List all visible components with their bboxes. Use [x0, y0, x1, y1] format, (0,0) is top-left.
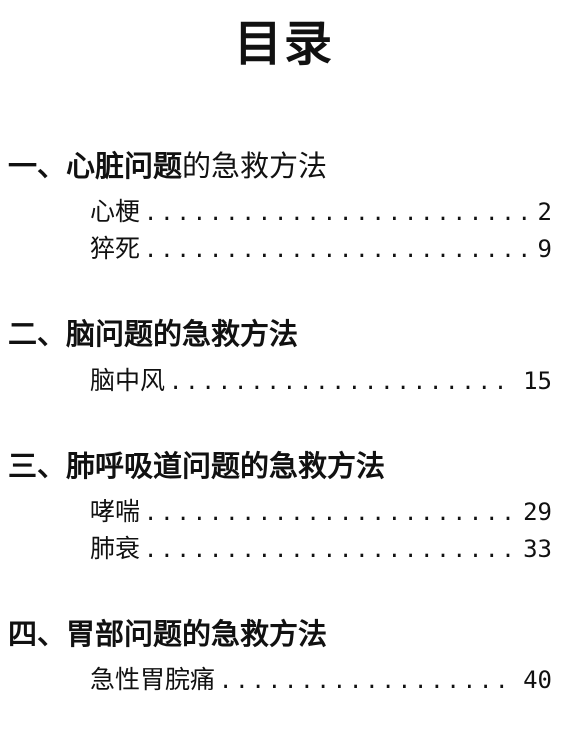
- toc-entry-page: 15: [523, 367, 552, 395]
- dot-leader: ........................................…: [219, 669, 512, 694]
- section-title-bold: 肺呼吸道问题的急救方法: [66, 449, 386, 483]
- toc-entry-page: 9: [537, 235, 552, 263]
- toc-entry-page: 33: [523, 535, 552, 563]
- toc-entry[interactable]: 哮喘 .....................................…: [90, 496, 552, 528]
- toc-entry-label: 脑中风: [90, 366, 166, 395]
- dot-leader: ........................................…: [144, 238, 526, 263]
- section-number: 四、: [8, 617, 67, 651]
- toc-entry[interactable]: 心梗 .....................................…: [90, 196, 552, 228]
- dot-leader: ........................................…: [144, 538, 512, 563]
- dot-leader: ........................................…: [144, 501, 512, 526]
- toc-entry-label: 猝死: [90, 234, 141, 263]
- toc-entry-label: 心梗: [90, 197, 141, 226]
- toc-entry[interactable]: 脑中风 ....................................…: [90, 365, 552, 397]
- toc-entry-page: 2: [537, 198, 552, 226]
- toc-entry-label: 急性胃脘痛: [90, 665, 216, 694]
- toc-entry[interactable]: 猝死 .....................................…: [90, 233, 552, 265]
- toc-entry-label: 肺衰: [90, 534, 141, 563]
- toc-entry[interactable]: 急性胃脘痛 ..................................…: [90, 664, 552, 696]
- section-heading-2: 二、脑问题的急救方法: [8, 316, 298, 352]
- toc-entry-page: 29: [523, 498, 552, 526]
- section-heading-3: 三、肺呼吸道问题的急救方法: [8, 448, 385, 484]
- section-title-bold: 心脏问题: [66, 149, 183, 183]
- section-title-normal: 的急救方法: [182, 149, 328, 183]
- section-heading-4: 四、胃部问题的急救方法: [8, 616, 327, 652]
- page-title: 目录: [233, 16, 334, 72]
- dot-leader: ........................................…: [144, 201, 526, 226]
- toc-entry-page: 40: [523, 666, 552, 694]
- dot-leader: ........................................…: [169, 370, 511, 395]
- section-number: 一、: [8, 149, 67, 183]
- section-heading-1: 一、心脏问题的急救方法: [8, 148, 327, 184]
- section-title-bold: 胃部问题的急救方法: [66, 617, 328, 651]
- toc-entry[interactable]: 肺衰 .....................................…: [90, 533, 552, 565]
- section-title-bold: 脑问题的急救方法: [66, 317, 299, 351]
- toc-entry-label: 哮喘: [90, 497, 141, 526]
- section-number: 三、: [8, 449, 67, 483]
- section-number: 二、: [8, 317, 67, 351]
